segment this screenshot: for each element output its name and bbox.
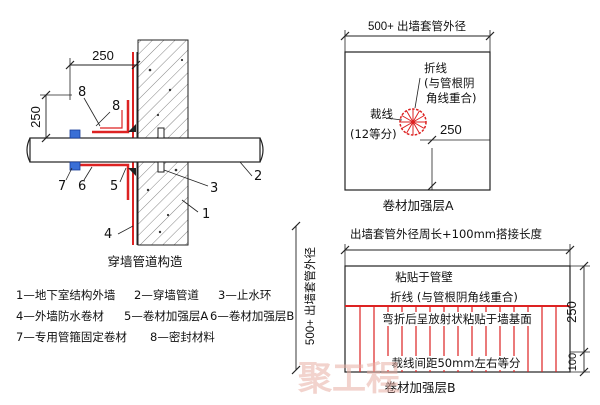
fold-label: 折线 bbox=[424, 61, 447, 75]
layer-b-dim-right-a: 250 bbox=[564, 301, 579, 323]
callout-8: 8 bbox=[112, 99, 120, 114]
callout-2: 2 bbox=[254, 169, 262, 184]
callout-7: 7 bbox=[58, 179, 66, 194]
legend-4: 4—外墙防水卷材 bbox=[16, 309, 104, 323]
cut-label: 裁线 bbox=[370, 107, 393, 121]
legend-3: 3—止水环 bbox=[218, 288, 271, 302]
fold-note-1: (与管根阴 bbox=[424, 76, 475, 90]
callout-4: 4 bbox=[104, 227, 112, 242]
layer-a-drawing: 500+ 出墙套管外径 bbox=[340, 19, 495, 213]
layer-b-dim-top: 出墙套管外径周长+100mm搭接长度 bbox=[350, 227, 542, 241]
layer-a-dim-top: 500+ 出墙套管外径 bbox=[368, 19, 466, 33]
sealant bbox=[128, 124, 136, 132]
concrete-aggregate bbox=[146, 58, 184, 234]
cut-note: (12等分) bbox=[350, 127, 397, 141]
legend-7: 7—专用管箍固定卷材 bbox=[16, 330, 127, 344]
layer-a-dim-side: 250 bbox=[440, 122, 462, 137]
layer-b-drawing: 出墙套管外径周长+100mm搭接长度 500+ 出墙套管外径 粘贴于 bbox=[291, 221, 590, 395]
layer-b-line-3: 弯折后呈放射状粘贴于墙基面 bbox=[382, 312, 532, 326]
legend: 1—地下室结构外墙 2—穿墙管道 3—止水环 4—外墙防水卷材 5—卷材加强层A… bbox=[16, 288, 294, 344]
dim-side-label: 250 bbox=[28, 106, 43, 128]
radial-cut-circle bbox=[399, 108, 427, 136]
legend-8: 8—密封材料 bbox=[150, 330, 215, 344]
dim-top-label: 250 bbox=[92, 48, 114, 63]
pipe-clamp bbox=[69, 161, 81, 171]
legend-1: 1—地下室结构外墙 bbox=[16, 288, 116, 302]
legend-6: 6—卷材加强层B bbox=[210, 309, 294, 323]
callout-6: 6 bbox=[78, 179, 86, 194]
callout-1: 1 bbox=[202, 207, 210, 222]
section-title: 穿墙管道构造 bbox=[107, 254, 183, 269]
dim-side: 250 bbox=[28, 90, 72, 143]
layer-b-dim-right-b: 100 bbox=[567, 353, 579, 371]
water-stop-ring bbox=[157, 161, 165, 173]
legend-2: 2—穿墙管道 bbox=[134, 288, 199, 302]
reinforcement-layer-b bbox=[72, 163, 130, 200]
callout-3: 3 bbox=[210, 181, 218, 196]
layer-b-line-2: 折线 (与管根阴角线重合) bbox=[390, 290, 518, 304]
legend-5: 5—卷材加强层A bbox=[124, 309, 208, 323]
dim-top: 250 bbox=[65, 48, 141, 100]
layer-b-dim-left: 500+ 出墙套管外径 bbox=[303, 247, 317, 345]
layer-a-sheet bbox=[344, 51, 491, 191]
layer-b-title: 卷材加强层B bbox=[384, 380, 455, 395]
layer-a-title: 卷材加强层A bbox=[382, 198, 454, 213]
layer-b-line-4: 裁线间距50mm左右等分 bbox=[391, 356, 521, 370]
fold-note-2: 角线重合) bbox=[426, 91, 477, 105]
callout-8b: 8 bbox=[78, 85, 86, 100]
callout-5: 5 bbox=[110, 179, 118, 194]
pipe-section-drawing: 250 250 8 8 7 6 5 3 bbox=[26, 39, 264, 269]
layer-b-line-1: 粘贴于管壁 bbox=[395, 270, 453, 284]
wall-pipe bbox=[29, 137, 261, 163]
watermark: 聚工程 bbox=[297, 359, 400, 399]
